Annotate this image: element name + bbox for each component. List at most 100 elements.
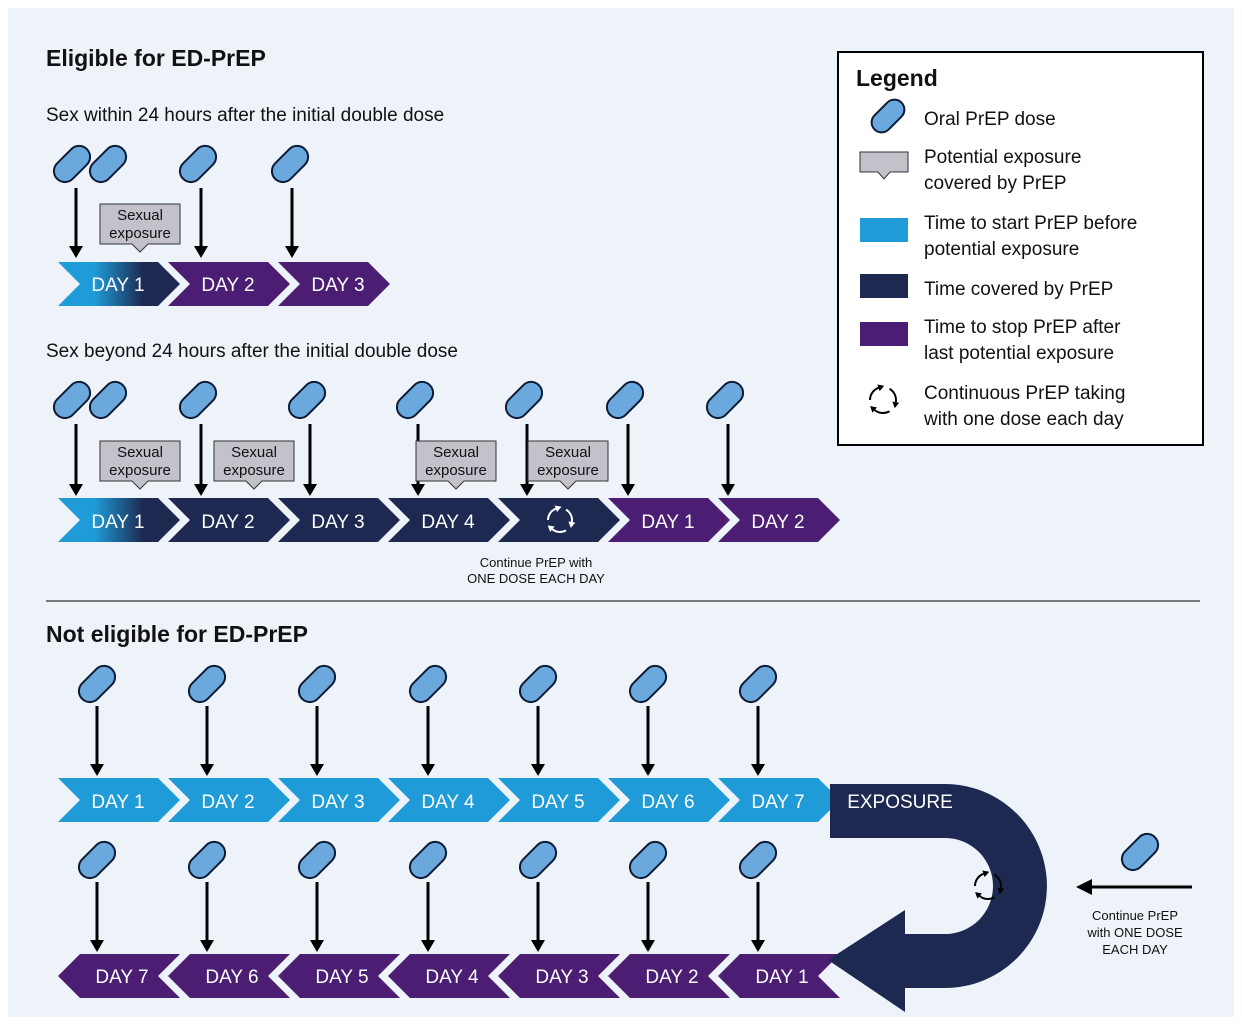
section2-note-line1: Continue PrEP (1092, 908, 1178, 923)
day-chevron (168, 498, 290, 542)
continuous-icon (974, 870, 1005, 900)
exposure-box-icon (859, 151, 909, 180)
legend-title: Legend (856, 65, 938, 91)
day-label: DAY 7 (751, 792, 804, 813)
day-label: DAY 6 (641, 792, 694, 813)
dose-arrow-head (200, 940, 214, 952)
day-chevron (168, 954, 290, 998)
dose-arrow-head (751, 940, 765, 952)
pill-icon (518, 664, 558, 704)
day-label: DAY 1 (755, 967, 808, 988)
pill-icon (408, 664, 448, 704)
exposure-text-line1: Sexual (117, 444, 163, 461)
legend-item-line2: covered by PrEP (924, 173, 1067, 194)
pill-icon (88, 144, 128, 184)
day-chevron (278, 262, 390, 306)
day-label: DAY 3 (535, 967, 588, 988)
day-chevron (498, 954, 620, 998)
dose-arrow-head (90, 764, 104, 776)
section2-title: Not eligible for ED-PrEP (46, 621, 308, 647)
exposure-label: EXPOSURE (847, 792, 953, 813)
dose-arrow-head (721, 484, 735, 496)
legend-item-line2: with one dose each day (923, 409, 1124, 430)
day-label: DAY 4 (421, 512, 475, 533)
continuous-icon (869, 384, 900, 414)
day-chevron (718, 778, 840, 822)
exposure-uturn-arrow (828, 784, 1047, 1012)
pill-icon (270, 144, 310, 184)
section1-subtitle-2: Sex beyond 24 hours after the initial do… (46, 341, 458, 362)
pill-icon (187, 840, 227, 880)
day-label: DAY 3 (311, 512, 364, 533)
legend-item-line1: Oral PrEP dose (924, 109, 1056, 130)
day-chevron (608, 498, 730, 542)
day-chevron (278, 954, 400, 998)
day-label: DAY 3 (311, 792, 364, 813)
dose-arrow-head (194, 484, 208, 496)
pill-icon (705, 380, 745, 420)
dose-arrow-head (411, 484, 425, 496)
day-chevron (388, 778, 510, 822)
day-chevron (278, 778, 400, 822)
pill-icon (297, 840, 337, 880)
day-chevron (608, 778, 730, 822)
dose-arrow-head (520, 484, 534, 496)
day-label: DAY 2 (201, 792, 254, 813)
day-label: DAY 2 (645, 967, 698, 988)
day-label: DAY 4 (421, 792, 475, 813)
pill-icon (77, 664, 117, 704)
exposure-text-line2: exposure (537, 462, 599, 479)
pill-icon (187, 664, 227, 704)
dose-arrow-head (303, 484, 317, 496)
exposure-text-line2: exposure (223, 462, 285, 479)
exposure-text-line2: exposure (425, 462, 487, 479)
pill-icon (178, 144, 218, 184)
pill-icon (395, 380, 435, 420)
navy-swatch (860, 274, 908, 298)
dose-arrow-head (641, 940, 655, 952)
pill-icon (88, 380, 128, 420)
dose-arrow-head (310, 940, 324, 952)
pill-icon (52, 380, 92, 420)
pill-icon (628, 664, 668, 704)
light-blue-swatch (860, 218, 908, 242)
day-label: DAY 7 (95, 967, 148, 988)
purple-swatch (860, 322, 908, 346)
pill-icon (297, 664, 337, 704)
legend-item-line1: Continuous PrEP taking (924, 383, 1125, 404)
legend-item-line1: Time to start PrEP before (924, 213, 1137, 234)
pill-icon (287, 380, 327, 420)
day-label: DAY 3 (311, 275, 364, 296)
pill-icon (870, 98, 906, 134)
day-chevron (168, 262, 290, 306)
exposure-boxes: SexualexposureSexualexposureSexualexposu… (99, 203, 609, 490)
continuous-icon (869, 384, 900, 414)
legend-item: Oral PrEP dose (870, 98, 1056, 134)
day-chevron (58, 954, 180, 998)
day-label: DAY 6 (205, 967, 258, 988)
dose-arrow-head (531, 940, 545, 952)
day-label: DAY 2 (201, 512, 254, 533)
day-chevron (58, 498, 180, 542)
pill-icon (1120, 832, 1160, 872)
legend-item-line2: last potential exposure (924, 343, 1114, 364)
exposure-text-line1: Sexual (117, 207, 163, 224)
day-chevron (278, 498, 400, 542)
pill-icon (628, 840, 668, 880)
exposure-text-line1: Sexual (545, 444, 591, 461)
exposure-text-line2: exposure (109, 225, 171, 242)
day-chevron (608, 954, 730, 998)
pill-icon (605, 380, 645, 420)
legend-item: Time covered by PrEP (860, 274, 1113, 300)
exposure-text-line1: Sexual (433, 444, 479, 461)
pill-icon (178, 380, 218, 420)
day-chevron (388, 954, 510, 998)
